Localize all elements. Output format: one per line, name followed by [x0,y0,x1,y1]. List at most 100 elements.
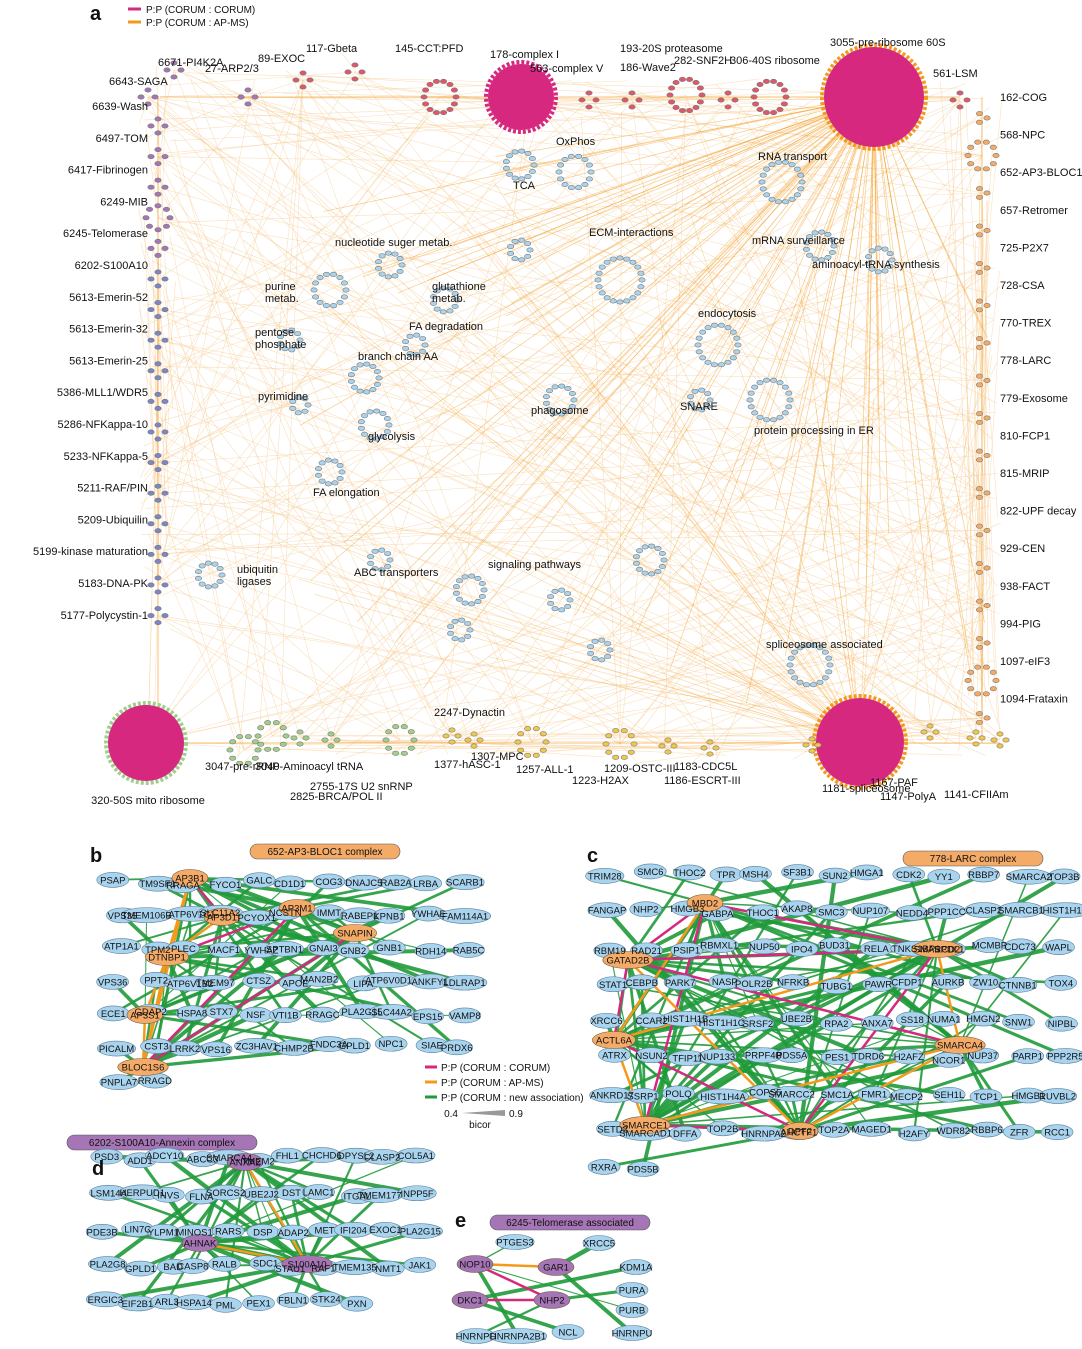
complex-node [161,582,169,588]
protein-node [242,1295,275,1311]
protein-label: EIF2B1 [122,1299,154,1310]
complex-label-right: 778-LARC [1000,355,1051,367]
faint-edge [177,92,868,330]
faint-edge [851,342,983,727]
complex-node [769,377,777,383]
bicor-wedge [462,1110,505,1116]
faint-edge [157,615,472,743]
protein-label: ANKFY1 [412,977,449,988]
faint-edge [451,552,963,737]
complex-node [585,90,593,96]
hub-edge [647,96,875,455]
faint-edge [145,455,983,509]
complex-node [776,107,784,113]
complex-node [620,754,628,760]
complex-node [524,752,532,758]
complex-label-left: 6639-Wash [92,101,148,113]
faint-edge [631,102,983,494]
pathway-label: mRNA surveillance [752,235,845,247]
faint-edge [259,79,304,724]
faint-edge [258,89,533,743]
complex-node [634,264,642,270]
hub-edge [504,96,875,558]
protein-label: YWHAE [411,909,446,920]
faint-edge [354,71,980,479]
complex-node [629,259,637,265]
complex-node [964,677,972,683]
complex-node [161,460,169,466]
complex-node [369,387,377,393]
faint-edge [137,289,159,494]
protein-label: FMR1 [861,1090,887,1101]
protein-node [860,1015,894,1031]
complex-node [967,161,975,167]
protein-label: HIST1H1D [1043,906,1082,917]
association-edge [474,1263,633,1311]
complex-node [591,638,599,644]
complex-node [706,739,714,745]
hub-node [619,1116,671,1134]
complex-node [692,105,700,111]
complex-node [154,203,162,209]
complex-node [816,645,824,651]
protein-node [299,971,339,987]
complex-node [787,655,795,661]
complex-node [161,276,169,282]
complex-node [470,743,478,749]
complex-node [564,385,572,391]
complex-node [575,153,583,159]
complex-node [306,77,314,83]
protein-label: ANXA7 [862,1018,893,1029]
cluster-core [824,47,924,147]
complex-node [194,575,202,581]
protein-node [967,866,1000,883]
complex-node [154,483,162,489]
complex-node [539,731,547,737]
protein-node [741,1015,775,1032]
protein-label: RBMXL1 [700,941,738,952]
protein-label: ADCY10 [146,1151,183,1162]
complex-node [551,588,559,594]
complex-node [585,104,593,110]
complex-node [616,255,624,261]
protein-node [612,1325,652,1341]
protein-label: TPM2 [145,945,170,956]
protein-label: NIPBL [1048,1019,1075,1030]
protein-node [207,941,241,958]
complex-node [452,584,460,590]
protein-label: STAU1 [275,1264,305,1275]
protein-label: PURB [619,1306,645,1317]
protein-label: CASP8 [177,1262,208,1273]
complex-node [585,162,593,168]
complex-node [542,739,550,745]
complex-node [975,494,983,500]
complex-label-right: 652-AP3-BLOC1 [1000,167,1082,179]
complex-node [151,94,159,100]
complex-node [448,739,456,745]
protein-node [673,864,706,881]
protein-node [1003,938,1037,955]
complex-node [464,633,472,639]
complex-node [514,739,522,745]
complex-node [551,606,559,612]
complex-node [251,739,259,745]
protein-label: RAB5C [453,945,485,956]
complex-node [333,737,341,743]
complex-node [244,760,252,766]
protein-label: YY1 [935,872,953,883]
complex-node [478,594,486,600]
faint-edge [715,155,983,762]
complex-node [154,116,162,122]
protein-node [371,1260,405,1277]
complex-node [763,166,771,172]
complex-node [154,147,162,153]
faint-edge [143,99,961,447]
complex-node [731,97,739,103]
protein-node [776,974,810,990]
complex-node [759,172,767,178]
complex-node [793,166,801,172]
hub-label: SMARCE1 [622,1121,668,1132]
protein-node [209,876,242,893]
complex-node [301,396,309,402]
